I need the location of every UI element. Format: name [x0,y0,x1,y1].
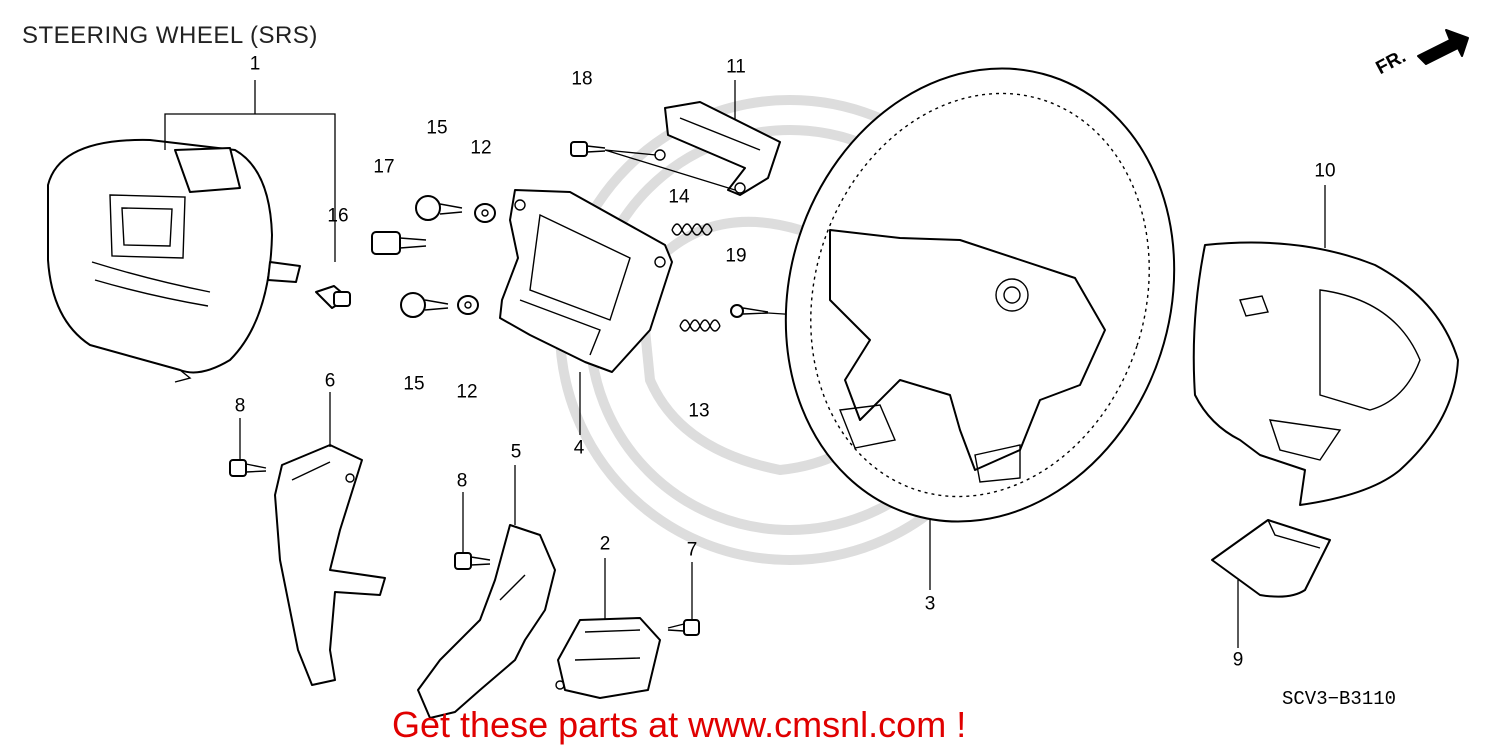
callout-9: 9 [1232,649,1244,671]
cover-10 [1192,241,1459,506]
airbag-module [47,138,301,383]
callout-19: 19 [725,245,747,267]
bolt-16 [315,285,351,309]
switch-2 [555,617,661,699]
front-direction-arrow [1417,29,1469,65]
screw-19 [730,304,769,318]
switch-cover-5 [417,524,556,719]
callout-15-upper: 15 [426,117,448,139]
screw-15-upper [415,195,463,221]
leader-18 [604,149,736,191]
bracket-11 [654,101,781,196]
callout-7: 7 [686,539,698,561]
callout-18: 18 [571,68,593,90]
washer-12-upper [474,203,496,223]
callout-6: 6 [324,370,336,392]
callout-8-lower: 8 [456,470,468,492]
diagram-code: SCV3−B3110 [1282,688,1397,710]
bracket-4 [499,189,673,373]
callout-1: 1 [249,53,261,75]
leader-1 [164,113,336,262]
callout-11: 11 [726,56,746,78]
callout-14: 14 [668,186,690,208]
callout-10: 10 [1314,160,1336,182]
callout-12-upper: 12 [470,137,492,159]
promo-link[interactable]: Get these parts at www.cmsnl.com ! [392,704,967,745]
bolt-8-lower [454,552,491,570]
lid-9 [1211,519,1331,598]
bolt-18 [570,141,606,157]
callout-15-lower: 15 [403,373,425,395]
steering-wheel-3 [784,67,1176,523]
callout-16: 16 [327,205,349,227]
callout-4: 4 [573,437,585,459]
bolt-17 [371,231,427,255]
bolt-8-upper [229,459,267,477]
callout-13: 13 [688,400,710,422]
callout-12-lower: 12 [456,381,478,403]
spring-13 [679,319,721,332]
screw-7 [667,619,700,636]
callout-2: 2 [599,533,611,555]
diagram-title: STEERING WHEEL (SRS) [22,22,318,49]
spring-14 [671,223,713,236]
callout-17: 17 [373,156,395,178]
washer-12-lower [457,295,479,315]
callout-8-upper: 8 [234,395,246,417]
screw-15-lower [400,292,449,318]
callout-3: 3 [924,593,936,615]
callout-5: 5 [510,441,522,463]
switch-cover-6 [274,444,386,686]
